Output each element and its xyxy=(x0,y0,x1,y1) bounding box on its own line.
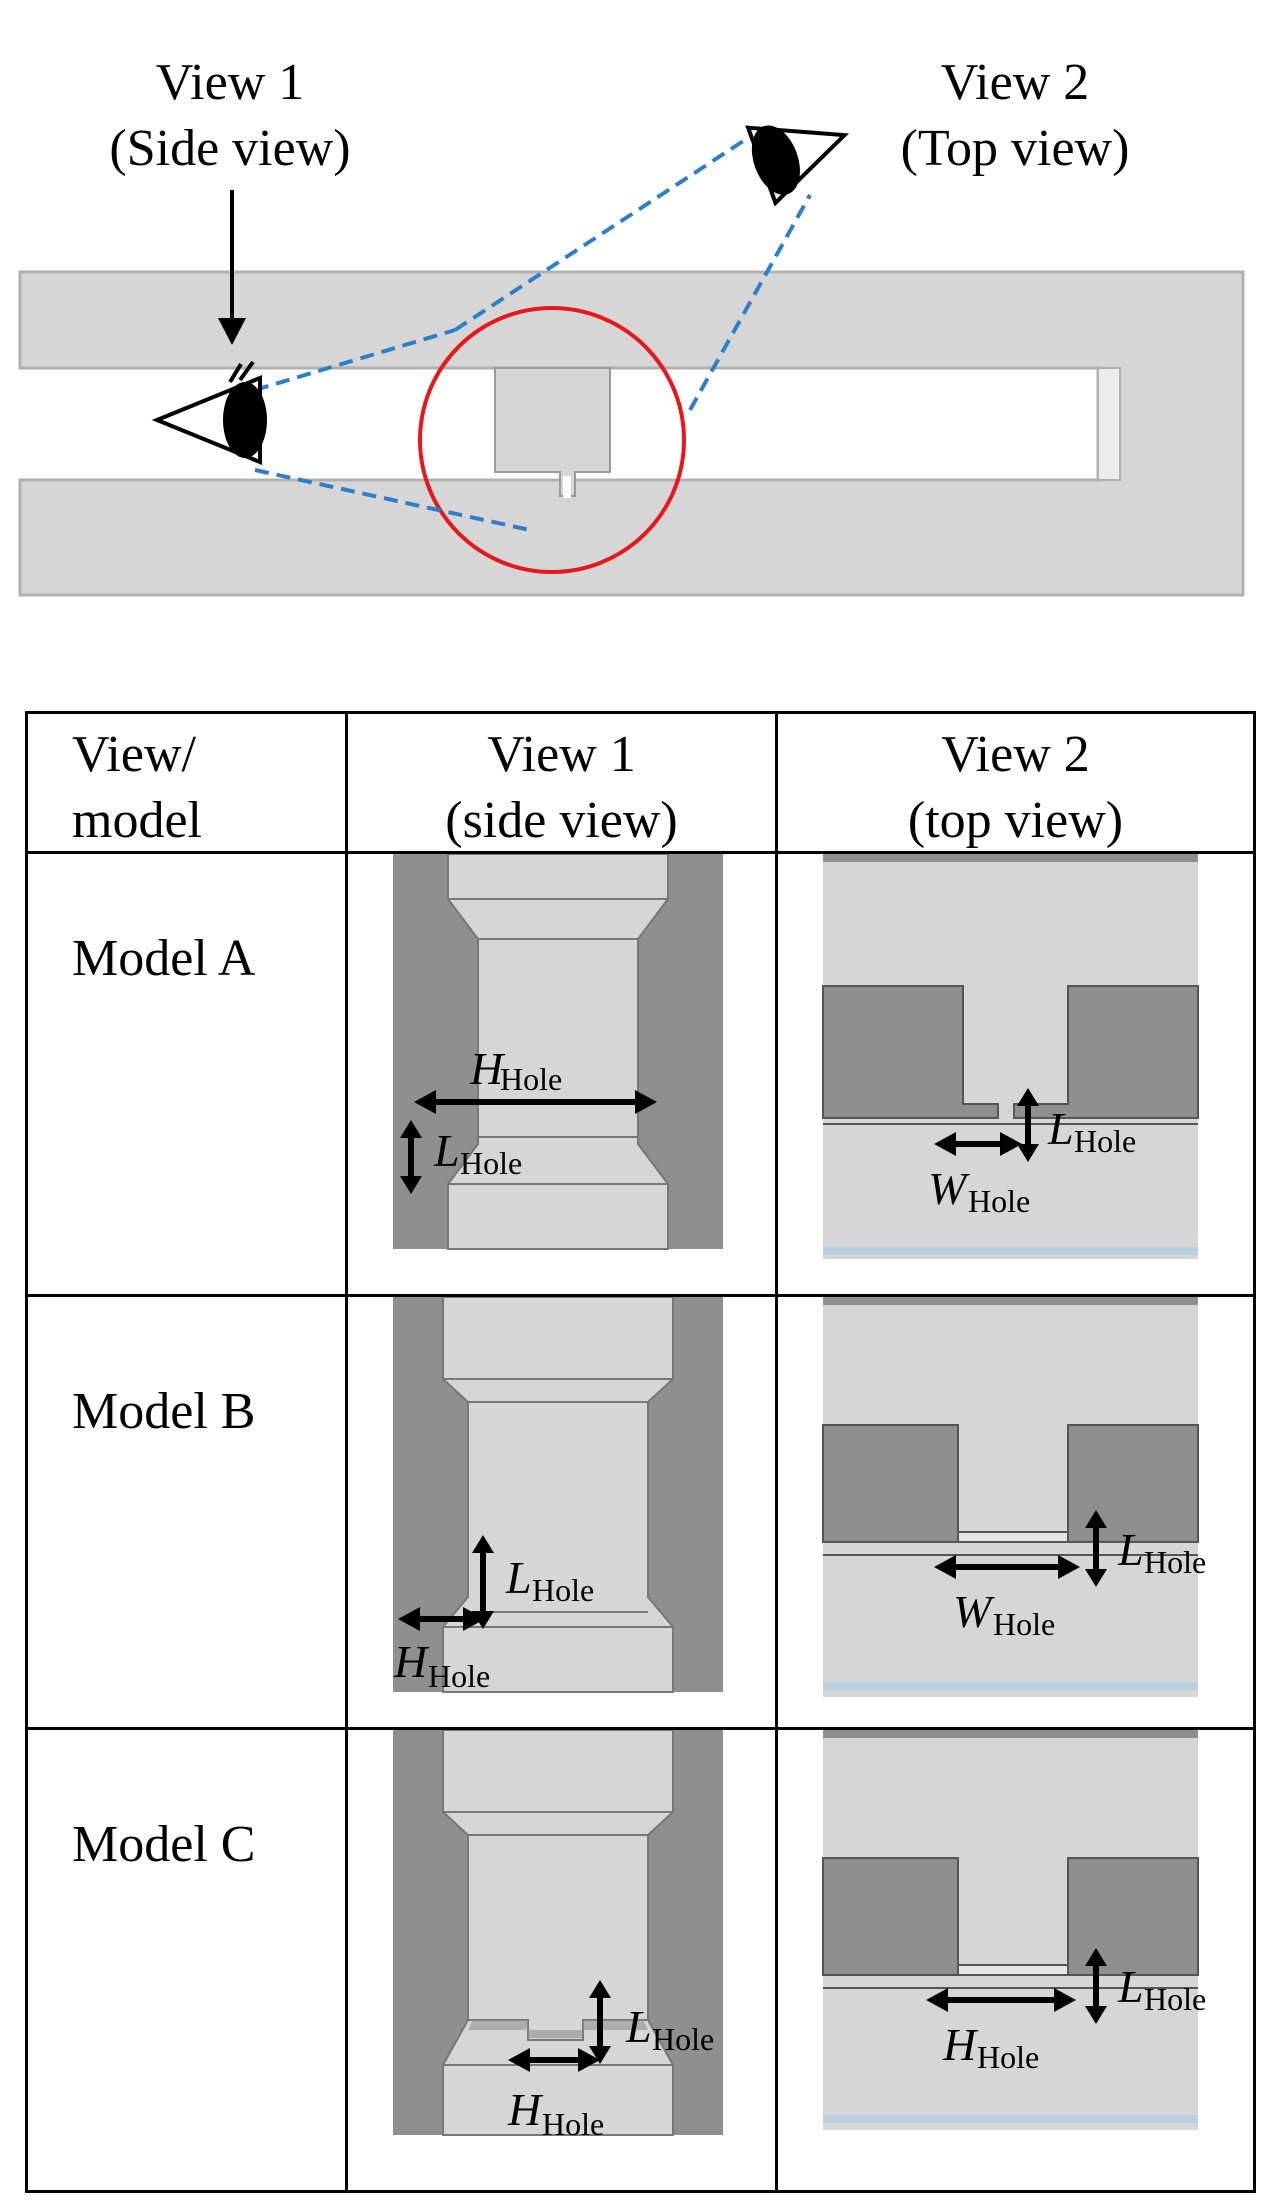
top-label-c2: H xyxy=(942,2019,979,2070)
model-a-label: Model A xyxy=(72,930,256,987)
top-label-c1-sub: Hole xyxy=(1144,1981,1206,2017)
header-view1: View 1 (side view) xyxy=(345,711,778,854)
header-view2-line1: View 2 xyxy=(941,726,1090,783)
model-b-label: Model B xyxy=(72,1383,256,1440)
channel-body xyxy=(18,270,1245,597)
top-label-c2-sub: Hole xyxy=(977,2039,1039,2075)
model-a-top-view: L Hole W Hole xyxy=(775,851,1256,1297)
side-label-a2: L xyxy=(433,1125,460,1176)
double-arrow-icon xyxy=(934,1555,1080,1579)
side-label-c1-sub: Hole xyxy=(652,2021,714,2057)
side-label-b1-sub: Hole xyxy=(532,1572,594,1608)
model-b-side-view: L Hole H Hole xyxy=(345,1294,778,1730)
top-label-a2-sub: Hole xyxy=(968,1183,1030,1219)
side-label-c2-sub: Hole xyxy=(542,2106,604,2142)
sight-lines xyxy=(254,128,812,532)
double-arrow-icon xyxy=(398,1607,485,1631)
double-arrow-icon xyxy=(589,1980,611,2064)
header-view1-line1: View 1 xyxy=(487,726,636,783)
top-label-b1-sub: Hole xyxy=(1144,1544,1206,1580)
double-arrow-icon xyxy=(934,1132,1022,1156)
side-label-a1: H xyxy=(469,1043,506,1094)
double-arrow-icon xyxy=(926,1988,1076,2012)
model-b-cell: Model B xyxy=(25,1294,348,1730)
hole-gap xyxy=(563,476,571,498)
double-arrow-icon xyxy=(400,1120,422,1194)
top-label-b2-sub: Hole xyxy=(993,1606,1055,1642)
constriction-t xyxy=(494,367,611,497)
double-arrow-icon xyxy=(1017,1088,1039,1162)
top-label-b1: L xyxy=(1117,1524,1144,1575)
double-arrow-icon xyxy=(1085,1948,1107,2024)
top-label-a1-sub: Hole xyxy=(1074,1123,1136,1159)
header-view2: View 2 (top view) xyxy=(775,711,1256,854)
double-arrow-icon xyxy=(414,1090,657,1114)
header-view-line: View/ xyxy=(72,726,196,783)
side-label-c1: L xyxy=(625,2001,652,2052)
header-model-line: model xyxy=(72,792,202,849)
model-a-side-view: H Hole L Hole xyxy=(345,851,778,1297)
model-b-top-view: L Hole W Hole xyxy=(775,1294,1256,1730)
device-schematic xyxy=(18,125,1245,597)
eye-icon-top xyxy=(745,125,850,207)
side-label-c2: H xyxy=(507,2084,544,2135)
view2-subtitle: (Top view) xyxy=(900,120,1130,177)
model-c-label: Model C xyxy=(72,1816,256,1873)
header-view-model: View/ model xyxy=(25,711,348,854)
side-label-b2-sub: Hole xyxy=(428,1658,490,1694)
model-c-top-view: L Hole H Hole xyxy=(775,1727,1256,2193)
double-arrow-icon xyxy=(1085,1510,1107,1587)
model-a-cell: Model A xyxy=(25,851,348,1297)
side-label-b1: L xyxy=(505,1552,532,1603)
slot-end-shadow xyxy=(1097,367,1121,481)
top-label-b2: W xyxy=(953,1586,995,1637)
view1-title: View 1 xyxy=(155,54,305,111)
view1-arrow-icon xyxy=(218,190,246,345)
double-arrow-icon xyxy=(508,2048,600,2072)
top-label-a1: L xyxy=(1047,1103,1074,1154)
side-label-b2: H xyxy=(393,1636,430,1687)
eye-icon-side xyxy=(151,360,267,465)
header-view1-line2: (side view) xyxy=(445,792,678,849)
top-label-a2: W xyxy=(928,1163,970,1214)
top-label-c1: L xyxy=(1117,1961,1144,2012)
model-c-side-view: L Hole H Hole xyxy=(345,1727,778,2193)
highlight-circle xyxy=(418,306,686,574)
model-c-cell: Model C xyxy=(25,1727,348,2193)
header-view2-line2: (top view) xyxy=(907,792,1124,849)
view2-title: View 2 xyxy=(940,54,1090,111)
side-label-a1-sub: Hole xyxy=(500,1061,562,1097)
side-label-a2-sub: Hole xyxy=(460,1145,522,1181)
model-view-table: View/ model View 1 (side view) View 2 (t… xyxy=(25,711,1256,2193)
view1-subtitle: (Side view) xyxy=(109,120,351,177)
